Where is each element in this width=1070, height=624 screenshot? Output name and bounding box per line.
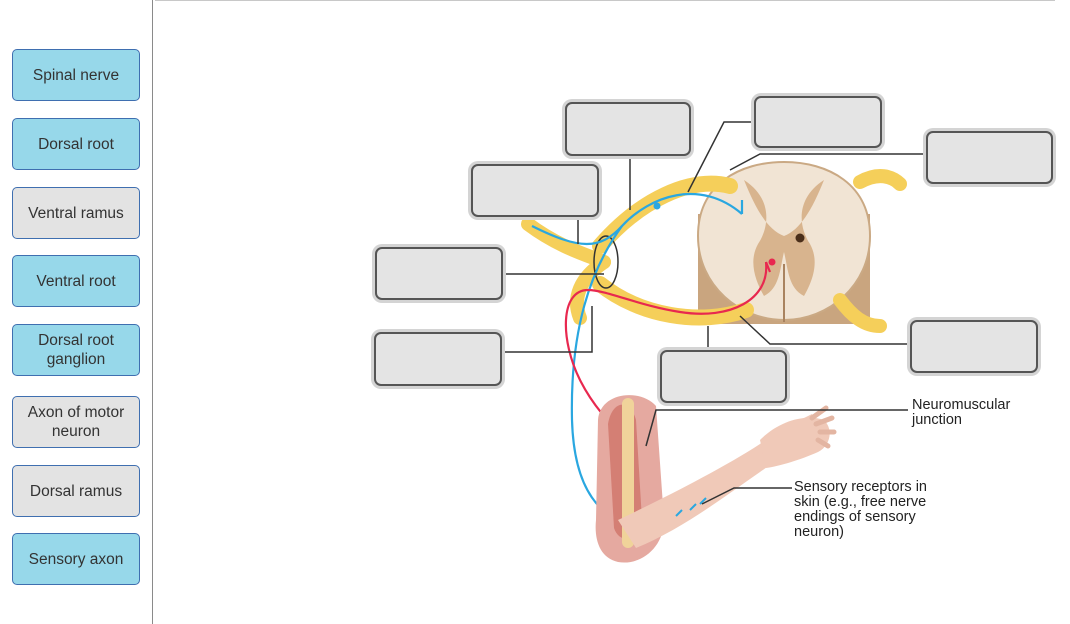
drop-slot-1[interactable] xyxy=(565,102,691,156)
drop-slot-3[interactable] xyxy=(926,131,1053,184)
drop-slot-6[interactable] xyxy=(374,332,502,386)
sensory-receptors-caption: Sensory receptors in skin (e.g., free ne… xyxy=(794,479,927,540)
neuromuscular-junction-caption: Neuromuscular junction xyxy=(912,397,1011,428)
panel-divider xyxy=(152,0,153,624)
leader-lines xyxy=(504,121,924,505)
label-chip-sensory-axon[interactable]: Sensory axon xyxy=(12,533,140,585)
drop-slot-4[interactable] xyxy=(471,164,599,217)
label-chip-ventral-root[interactable]: Ventral root xyxy=(12,255,140,307)
label-chip-spinal-nerve[interactable]: Spinal nerve xyxy=(12,49,140,101)
arm-illustration xyxy=(595,395,837,563)
label-chip-axon-of-motor-neuron[interactable]: Axon of motor neuron xyxy=(12,396,140,448)
ganglion-outline xyxy=(593,235,619,289)
label-chip-dorsal-root-ganglion[interactable]: Dorsal root ganglion xyxy=(12,324,140,376)
drop-slot-8[interactable] xyxy=(660,350,787,403)
sensory-cell-body xyxy=(653,202,661,210)
drop-slot-2[interactable] xyxy=(754,96,882,148)
motor-axon-path xyxy=(564,261,772,461)
nerve-bundles xyxy=(521,169,907,333)
label-chip-dorsal-root[interactable]: Dorsal root xyxy=(12,118,140,170)
drop-slot-7[interactable] xyxy=(910,320,1038,373)
label-bank: Spinal nerve Dorsal root Ventral ramus V… xyxy=(0,0,152,624)
motor-cell-body xyxy=(768,258,776,266)
label-chip-dorsal-ramus[interactable]: Dorsal ramus xyxy=(12,465,140,517)
drop-slot-5[interactable] xyxy=(375,247,503,300)
label-chip-ventral-ramus[interactable]: Ventral ramus xyxy=(12,187,140,239)
skin-receptor-endings xyxy=(675,497,707,517)
top-rule xyxy=(155,0,1055,1)
